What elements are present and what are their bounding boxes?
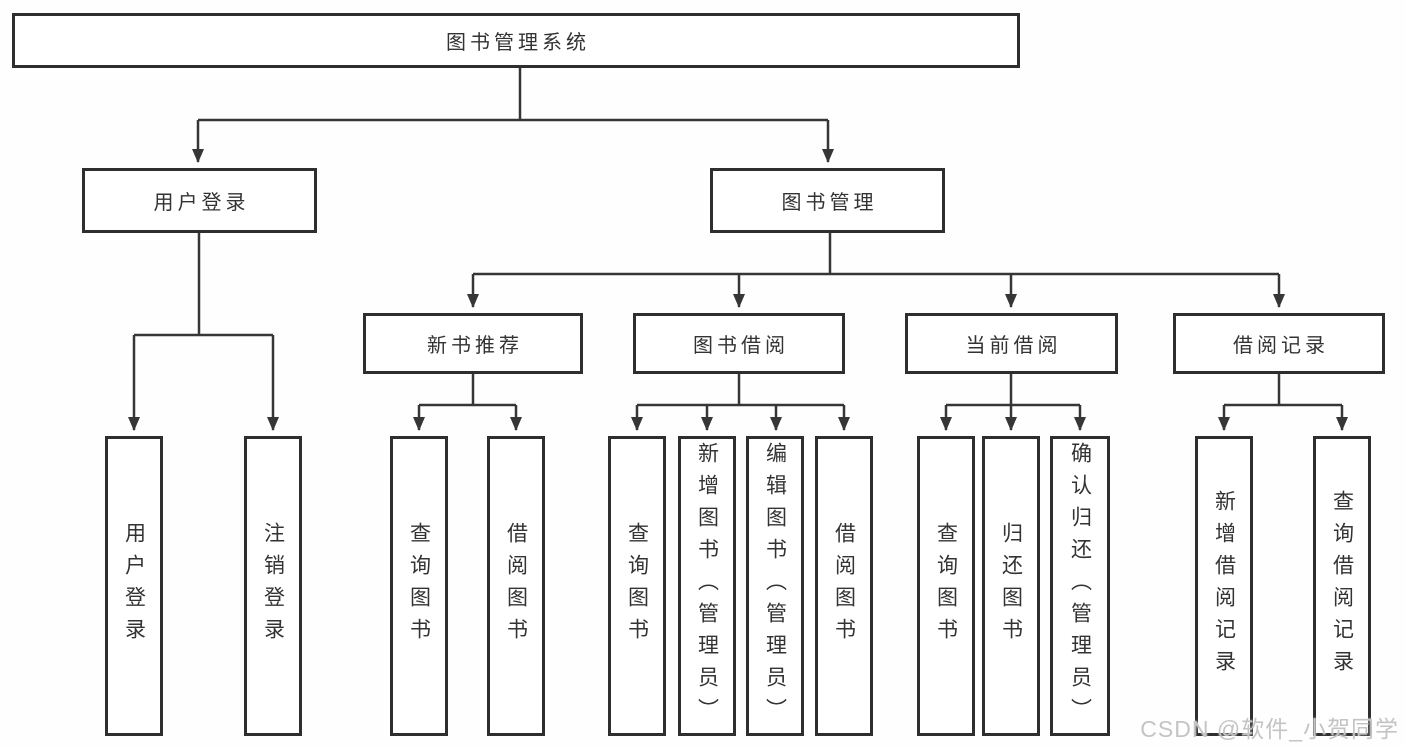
node-new-book-recommendation: 新书推荐 [363, 313, 583, 374]
leaf-borrow-books: 借阅图书 [815, 436, 873, 736]
node-label: 图书借阅 [693, 335, 789, 357]
csdn-watermark: CSDN @软件_小贺同学 [1140, 716, 1399, 742]
leaf-add-books-admin: 新增图书（管理员） [678, 436, 736, 736]
node-label: 新书推荐 [427, 335, 523, 357]
node-label: 查询图书 [625, 522, 649, 650]
leaf-query-borrow-record: 查询借阅记录 [1313, 436, 1371, 736]
leaf-return-books: 归还图书 [982, 436, 1040, 736]
node-label: 新增借阅记录 [1212, 490, 1236, 682]
node-label: 归还图书 [999, 522, 1023, 650]
node-label: 图书管理系统 [446, 32, 590, 54]
node-label: 借阅记录 [1233, 335, 1329, 357]
node-label: 注销登录 [261, 522, 285, 650]
node-label: 查询图书 [934, 522, 958, 650]
leaf-logout: 注销登录 [244, 436, 302, 736]
node-user-login: 用户登录 [82, 168, 317, 233]
leaf-query-books-current: 查询图书 [917, 436, 975, 736]
node-label: 借阅图书 [504, 522, 528, 650]
node-label: 新增图书（管理员） [695, 442, 719, 730]
leaf-confirm-return-admin: 确认归还（管理员） [1050, 436, 1110, 736]
leaf-query-books-borrowing: 查询图书 [608, 436, 666, 736]
node-label: 查询图书 [407, 522, 431, 650]
node-label: 用户登录 [122, 522, 146, 650]
node-book-management: 图书管理 [710, 168, 945, 233]
node-label: 借阅图书 [832, 522, 856, 650]
node-label: 确认归还（管理员） [1068, 442, 1092, 730]
node-label: 编辑图书（管理员） [763, 442, 787, 730]
node-label: 当前借阅 [965, 335, 1062, 357]
leaf-borrow-books-recommend: 借阅图书 [487, 436, 545, 736]
node-label: 用户登录 [153, 192, 250, 214]
node-label: 图书管理 [781, 192, 878, 214]
leaf-user-login: 用户登录 [105, 436, 163, 736]
node-borrowing-records: 借阅记录 [1173, 313, 1385, 374]
leaf-edit-books-admin: 编辑图书（管理员） [746, 436, 804, 736]
node-label: 查询借阅记录 [1330, 490, 1354, 682]
node-book-borrowing: 图书借阅 [633, 313, 845, 374]
node-current-borrowing: 当前借阅 [905, 313, 1118, 374]
node-library-management-system: 图书管理系统 [12, 13, 1020, 68]
leaf-add-borrow-record: 新增借阅记录 [1195, 436, 1253, 736]
leaf-query-books-recommend: 查询图书 [390, 436, 448, 736]
